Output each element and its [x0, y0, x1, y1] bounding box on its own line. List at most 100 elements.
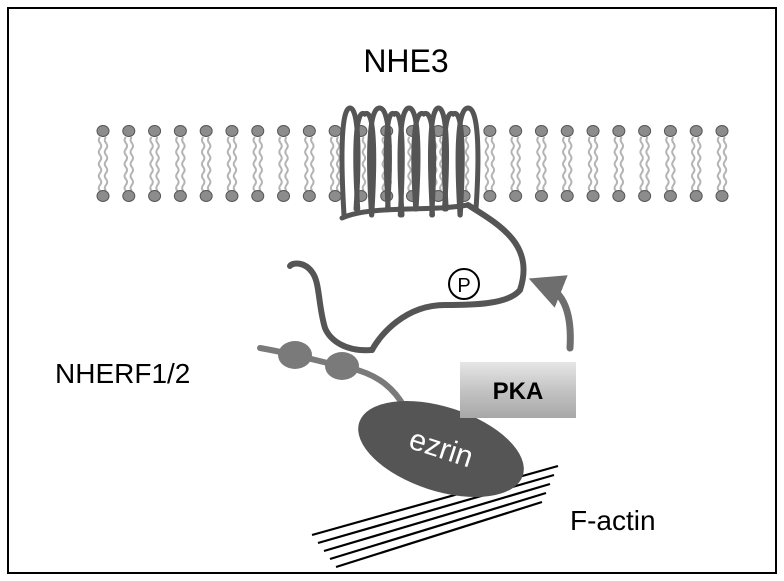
lipid-tail — [407, 136, 412, 192]
lipid-head — [122, 190, 136, 202]
nhe3-transmembrane-domain — [339, 105, 481, 221]
lipid-tail — [619, 136, 625, 192]
actin-filament — [335, 500, 543, 569]
lipid-tail — [510, 136, 515, 192]
lipid-head — [328, 190, 342, 202]
lipid-head — [509, 190, 523, 202]
lipid-tail — [284, 136, 289, 192]
lipid-tail — [536, 136, 541, 192]
lipid-tail — [490, 136, 496, 192]
phosphorylation-arrow — [528, 275, 574, 352]
lipid-tail — [516, 136, 521, 192]
lipid-head — [199, 190, 213, 202]
lipid-tail — [175, 136, 180, 192]
lipid-head — [225, 125, 239, 137]
lipid-head — [715, 125, 729, 137]
lipid-tail — [155, 136, 160, 192]
lipid-tail — [645, 136, 650, 192]
transmembrane-helix — [367, 105, 392, 218]
lipid-tail — [542, 136, 547, 192]
lipid-tail — [568, 136, 573, 192]
lipid-head — [251, 125, 265, 137]
lipid-head — [689, 190, 703, 202]
lipid-tail — [103, 136, 109, 192]
lipid-head — [328, 125, 342, 137]
lipid-head — [251, 190, 265, 202]
lipid-bilayer — [96, 125, 729, 202]
lipid-head — [173, 125, 187, 137]
pka-label: PKA — [493, 378, 544, 405]
lipid-tail — [206, 136, 212, 192]
lipid-head — [277, 190, 291, 202]
lipid-head — [612, 125, 626, 137]
lipid-tail — [464, 136, 470, 192]
lipid-tail — [696, 136, 702, 192]
lipid-head — [277, 125, 291, 137]
pka-kinase: PKA — [460, 362, 576, 418]
lipid-tail — [484, 136, 490, 192]
lipid-tail — [335, 136, 341, 192]
lipid-tail — [252, 136, 257, 192]
lipid-head — [148, 125, 162, 137]
lipid-tail — [226, 136, 232, 192]
lipid-tail — [716, 136, 722, 192]
lipid-head — [483, 125, 497, 137]
lipid-tail — [97, 136, 103, 192]
lipid-head — [663, 125, 677, 137]
lipid-head — [483, 190, 497, 202]
transmembrane-helix — [411, 110, 437, 218]
lipid-tail — [200, 136, 206, 192]
nherf-binding-chain — [287, 260, 375, 354]
pdz-domain-1 — [278, 341, 312, 369]
lipid-head — [148, 190, 162, 202]
lipid-head — [560, 190, 574, 202]
phosphate-label: P — [457, 275, 470, 297]
lipid-head — [199, 125, 213, 137]
lipid-head — [173, 190, 187, 202]
f-actin-label: F-actin — [570, 505, 656, 536]
ezrin-protein: ezrin — [358, 401, 524, 497]
lipid-tail — [690, 136, 696, 192]
transmembrane-helix — [441, 110, 465, 218]
transmembrane-connector — [339, 202, 471, 221]
lipid-tail — [722, 136, 728, 192]
lipid-tail — [639, 136, 644, 192]
transmembrane-helix — [455, 105, 481, 218]
lipid-tail — [304, 136, 309, 192]
lipid-tail — [562, 136, 567, 192]
lipid-head — [586, 190, 600, 202]
lipid-head — [96, 190, 110, 202]
lipid-tail — [149, 136, 154, 192]
pdz-domain-2 — [325, 352, 359, 380]
lipid-head — [612, 190, 626, 202]
phosphate-group: P — [448, 268, 480, 300]
lipid-head — [302, 125, 316, 137]
actin-filament — [323, 482, 551, 553]
nhe3-label: NHE3 — [363, 43, 448, 79]
lipid-tail — [593, 136, 599, 192]
lipid-tail — [587, 136, 593, 192]
lipid-tail — [613, 136, 619, 192]
lipid-tail — [278, 136, 283, 192]
lipid-tail — [329, 136, 335, 192]
lipid-tail — [361, 136, 367, 192]
actin-filament — [329, 491, 547, 561]
lipid-head — [534, 190, 548, 202]
lipid-head — [586, 125, 600, 137]
lipid-head — [122, 125, 136, 137]
figure-frame — [7, 7, 777, 574]
lipid-head — [96, 125, 110, 137]
lipid-tail — [129, 136, 135, 192]
lipid-tail — [671, 136, 676, 192]
lipid-head — [509, 125, 523, 137]
transmembrane-helix — [397, 105, 421, 218]
lipid-tail — [181, 136, 186, 192]
lipid-head — [638, 190, 652, 202]
lipid-head — [689, 125, 703, 137]
transmembrane-helix — [353, 110, 377, 218]
lipid-head — [225, 190, 239, 202]
nhe3-cytoplasmic-tail — [369, 202, 527, 353]
lipid-tail — [232, 136, 238, 192]
nherf-label: NHERF1/2 — [55, 358, 190, 389]
